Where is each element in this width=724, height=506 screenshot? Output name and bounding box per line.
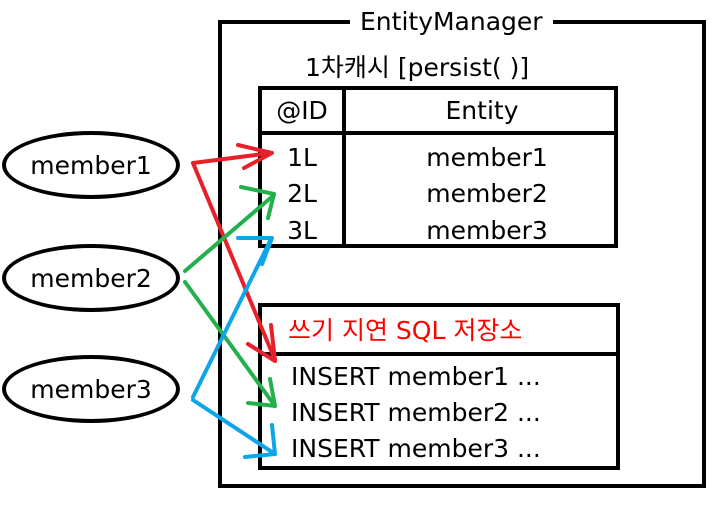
member1-arrows (191, 143, 277, 363)
arrow-head (236, 236, 274, 266)
sql-statement: INSERT member3 ... (291, 434, 541, 463)
sql-store-header-divider (258, 352, 620, 356)
arrow-member2-to-cache (183, 193, 276, 273)
arrow-head (239, 185, 276, 220)
entity-manager-title: EntityManager (350, 9, 553, 34)
arrow-member2-to-sql (183, 280, 277, 408)
arrow-member1-to-cache (191, 151, 273, 165)
cache-row-entity: member3 (426, 216, 548, 245)
arrow-head (246, 377, 277, 408)
table-header-divider (258, 131, 618, 135)
arrow-head (243, 423, 277, 459)
sql-statement: INSERT member1 ... (291, 362, 541, 391)
member-label: member1 (30, 150, 152, 180)
member2-arrows (183, 185, 277, 408)
cache-row-id: 3L (287, 216, 317, 245)
member-ellipse: member1 (2, 131, 180, 199)
first-cache-table (258, 86, 618, 248)
arrow-member3-to-sql (191, 398, 277, 456)
cache-row-id: 1L (287, 143, 317, 172)
table-column-divider (342, 86, 346, 248)
cache-row-id: 2L (287, 179, 317, 208)
arrow-member3-to-cache (191, 237, 273, 399)
column-header-entity: Entity (445, 96, 519, 125)
member3-arrows (191, 236, 277, 459)
arrow-head (246, 323, 277, 363)
sql-store-title: 쓰기 지연 SQL 저장소 (288, 316, 523, 345)
first-cache-title: 1차캐시 [persist( )] (305, 53, 530, 82)
cache-row-entity: member2 (426, 179, 548, 208)
member-label: member2 (30, 263, 152, 293)
member-ellipse: member2 (2, 244, 180, 312)
member-ellipse: member3 (2, 355, 180, 423)
member-label: member3 (30, 374, 152, 404)
sql-statement: INSERT member2 ... (291, 398, 541, 427)
arrow-head (236, 143, 274, 170)
cache-row-entity: member1 (426, 143, 548, 172)
column-header-id: @ID (276, 96, 328, 125)
arrow-member1-to-sql (191, 161, 277, 362)
